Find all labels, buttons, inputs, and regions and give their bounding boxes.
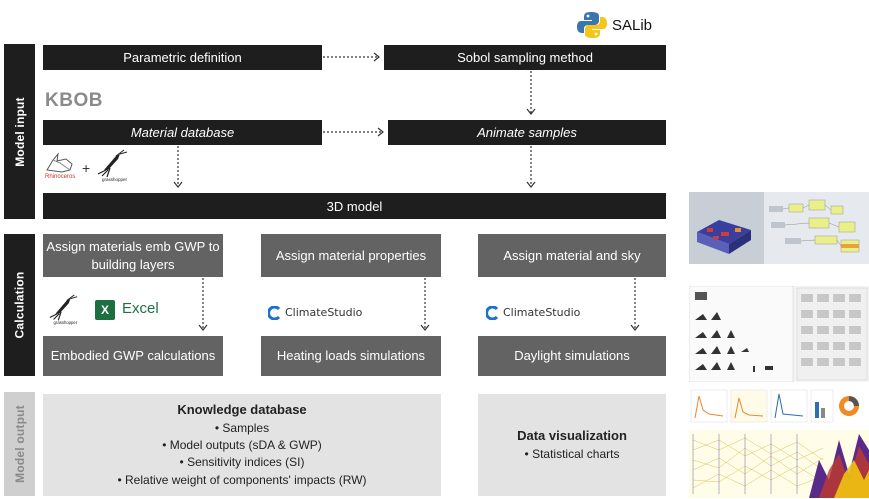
climatestudio-logo: ClimateStudio: [486, 306, 606, 322]
grasshopper-logo-icon: grasshopper: [97, 149, 128, 182]
climatestudio-label: ClimateStudio: [285, 306, 363, 319]
grasshopper-label: grasshopper: [54, 320, 78, 325]
python-logo-icon: [577, 12, 607, 38]
box-label: Embodied GWP calculations: [50, 348, 216, 364]
box-label: Heating loads simulations: [276, 348, 426, 364]
box-label: Daylight simulations: [514, 348, 630, 364]
box-label: Animate samples: [477, 125, 577, 140]
box-label: Sobol sampling method: [457, 50, 593, 65]
plus-sign: +: [82, 160, 91, 176]
section-label-calculation: Calculation: [4, 234, 35, 376]
visualization-item: • Statistical charts: [524, 446, 620, 461]
knowledge-item: • Relative weight of components' impacts…: [117, 472, 367, 487]
parametric-definition-box: Parametric definition: [43, 45, 322, 70]
box-label: Assign material and sky: [503, 247, 641, 263]
box-label: Assign materials emb GWP to building lay…: [46, 238, 220, 272]
excel-label: Excel: [122, 300, 159, 317]
data-visualization-box: Data visualization • Statistical charts: [478, 394, 666, 496]
grasshopper-label: grasshopper: [102, 177, 128, 182]
parallel-coordinates-thumbnail: [689, 430, 869, 498]
box-label: Parametric definition: [123, 50, 242, 65]
knowledge-item: • Model outputs (sDA & GWP): [162, 438, 322, 453]
section-label-text: Model input: [12, 96, 27, 167]
climatestudio-logo: ClimateStudio: [268, 306, 388, 322]
3d-model-box: 3D model: [43, 193, 666, 219]
kbob-logo: KBOB: [45, 90, 103, 111]
daylight-simulations-box: Daylight simulations: [478, 336, 666, 376]
section-label-text: Calculation: [12, 271, 27, 339]
assign-emb-gwp-box: Assign materials emb GWP to building lay…: [43, 234, 223, 277]
climatestudio-logo-icon: [486, 306, 499, 320]
salib-label: SALib: [612, 17, 653, 34]
section-label-model-output: Model output: [4, 392, 35, 496]
knowledge-item: • Sensitivity indices (SI): [179, 455, 305, 470]
knowledge-database-title: Knowledge database: [177, 401, 307, 417]
box-label: Material database: [130, 125, 235, 140]
assign-material-properties-box: Assign material properties: [261, 234, 441, 277]
sobol-sampling-box: Sobol sampling method: [384, 45, 666, 70]
rhino-logo-icon: Rhinoceros: [45, 152, 75, 180]
grasshopper-logo-icon: grasshopper: [49, 294, 78, 325]
material-database-box: Material database: [43, 120, 322, 145]
grasshopper-script-thumbnail: [689, 192, 869, 264]
section-label-model-input: Model input: [4, 44, 35, 219]
assign-material-sky-box: Assign material and sky: [478, 234, 666, 277]
climatestudio-logo-icon: [268, 306, 281, 320]
excel-logo-icon: X: [95, 300, 115, 320]
box-label: 3D model: [326, 198, 383, 214]
knowledge-database-box: Knowledge database • Samples • Model out…: [43, 394, 441, 496]
data-visualization-title: Data visualization: [517, 427, 627, 443]
knowledge-item: • Samples: [214, 420, 270, 435]
box-label: Assign material properties: [275, 247, 427, 263]
excel-logo: X Excel: [95, 298, 175, 322]
section-label-text: Model output: [12, 405, 27, 483]
statistical-charts-thumbnail: [689, 388, 869, 424]
heating-loads-box: Heating loads simulations: [261, 336, 441, 376]
animate-samples-box: Animate samples: [388, 120, 666, 145]
rhino-grasshopper-logos: Rhinoceros + grasshopper: [44, 149, 164, 190]
climatestudio-setup-thumbnail: [689, 286, 869, 382]
climatestudio-label: ClimateStudio: [503, 306, 581, 319]
salib-logo: SALib: [576, 10, 666, 40]
rhino-label: Rhinoceros: [45, 174, 75, 180]
embodied-gwp-box: Embodied GWP calculations: [43, 336, 223, 376]
